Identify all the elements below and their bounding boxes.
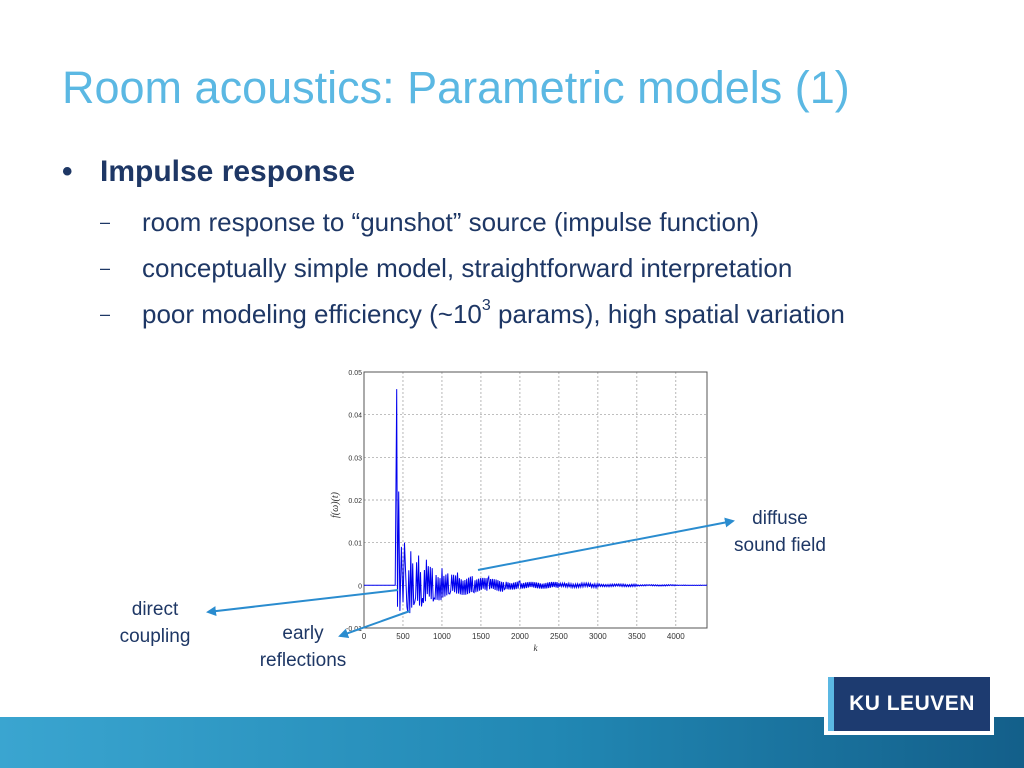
x-axis-label: k [534, 643, 539, 653]
x-tick-labels: 0 500 1000 1500 2000 2500 3000 3500 4000 [362, 632, 685, 641]
subitem-text: poor modeling efficiency (~103 params), … [142, 297, 845, 330]
x-tick-label: 0 [362, 632, 367, 641]
plot-frame [363, 371, 708, 629]
x-tick-label: 3500 [628, 632, 646, 641]
y-tick-label: 0.05 [348, 370, 362, 377]
y-tick-labels: 0.05 0.04 0.03 0.02 0.01 0 -0.01 [346, 370, 362, 633]
slide-title: Room acoustics: Parametric models (1) [62, 62, 850, 113]
x-tick-label: 4000 [667, 632, 685, 641]
x-tick-label: 500 [396, 632, 410, 641]
label-early-reflections: early reflections [259, 623, 347, 671]
subitem-text: room response to “gunshot” source (impul… [142, 207, 760, 237]
arrow-direct [206, 589, 399, 617]
ku-leuven-logo: KU LEUVEN [824, 673, 994, 735]
label-diffuse-sound-field: diffuse sound field [734, 508, 826, 556]
bullet-dot: • [62, 155, 73, 188]
subitem-dash: – [100, 212, 111, 232]
arrow-diffuse [477, 517, 735, 571]
subitem-dash: – [100, 304, 111, 324]
impulse-signal-line [364, 389, 708, 614]
y-tick-label: 0.03 [348, 455, 362, 462]
y-tick-label: 0 [358, 583, 362, 590]
x-tick-label: 1500 [472, 632, 490, 641]
x-tick-label: 1000 [433, 632, 451, 641]
y-tick-label: 0.01 [348, 541, 362, 548]
y-tick-label: 0.02 [348, 498, 362, 505]
subitem-text: conceptually simple model, straightforwa… [142, 253, 793, 283]
subitem-dash: – [100, 258, 111, 278]
superscript: 3 [481, 297, 491, 314]
subitem-text-before: poor modeling efficiency (~10 [142, 299, 482, 329]
y-tick-label: -0.01 [346, 626, 362, 633]
x-tick-label: 3000 [589, 632, 607, 641]
subitem-text-after: params), high spatial variation [490, 299, 845, 329]
y-tick-label: 0.04 [348, 413, 362, 420]
logo-text: KU LEUVEN [828, 677, 990, 731]
label-direct-coupling: direct coupling [119, 599, 191, 647]
bullet-text: Impulse response [100, 155, 356, 188]
x-tick-label: 2500 [550, 632, 568, 641]
y-axis-label: f(ω)(t) [330, 491, 341, 518]
arrow-early [338, 610, 411, 639]
x-tick-label: 2000 [511, 632, 529, 641]
